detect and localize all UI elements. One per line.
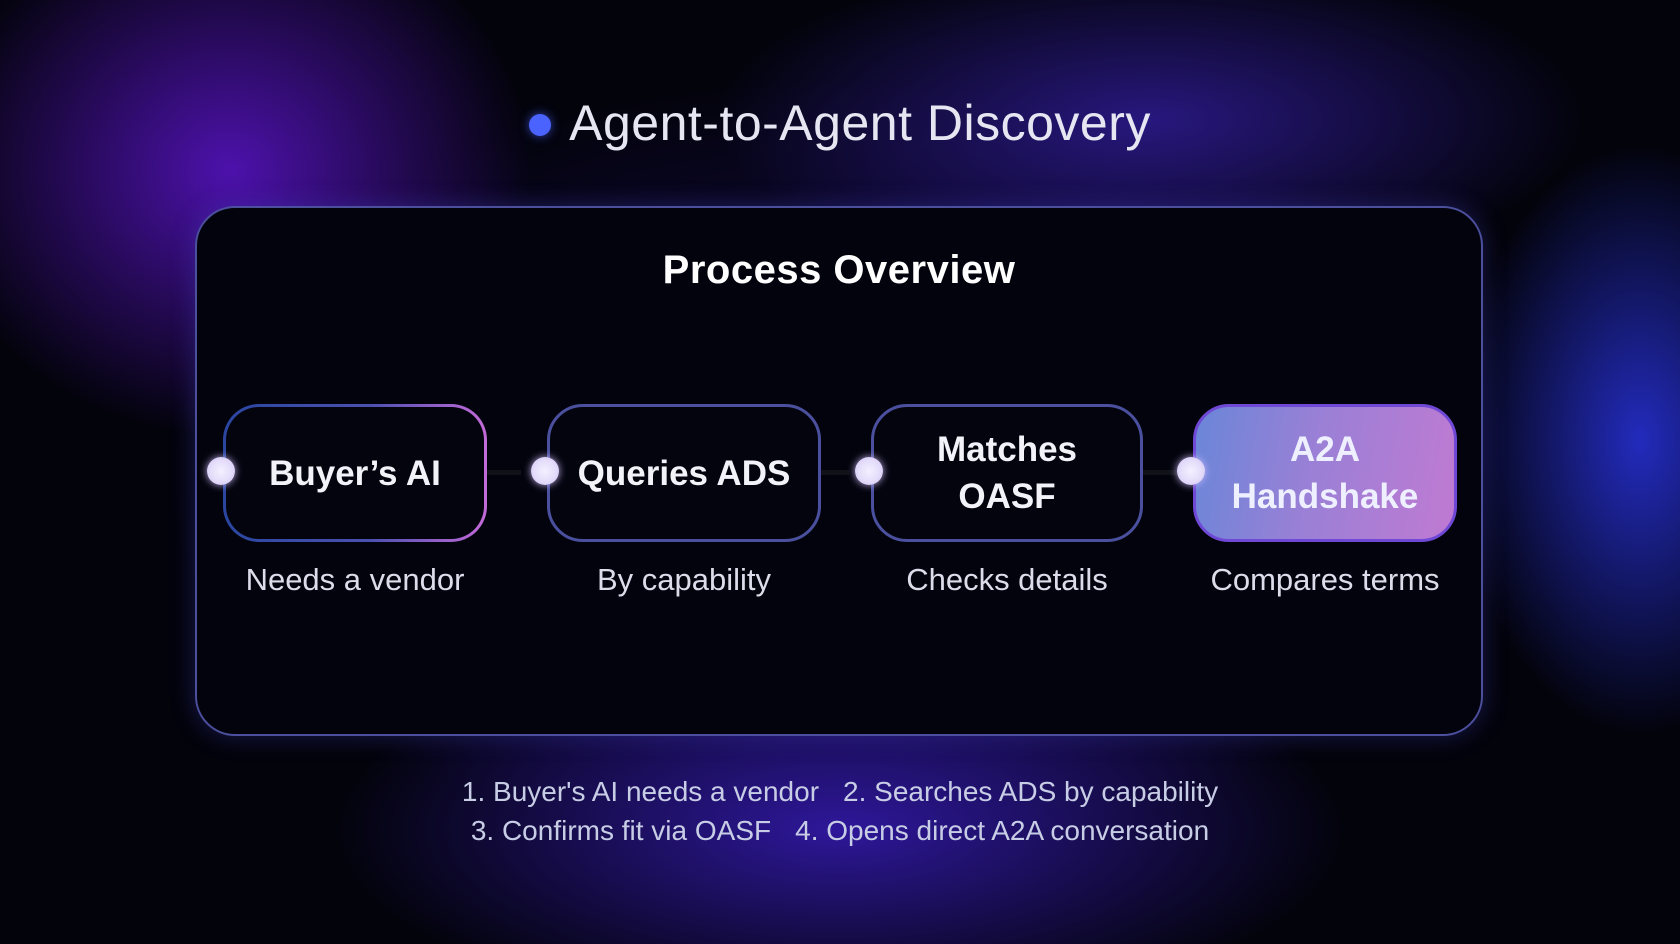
step-box-matches-oasf: Matches OASF <box>871 404 1143 542</box>
step-label: Matches OASF <box>936 430 1078 516</box>
step-matches-oasf: Matches OASF Checks details <box>855 404 1143 597</box>
process-notes: 1. Buyer's AI needs a vendor 2. Searches … <box>0 772 1680 850</box>
slide-header: Agent-to-Agent Discovery <box>0 88 1680 158</box>
connector-3-4 <box>1143 470 1195 475</box>
note-item: 1. Buyer's AI needs a vendor <box>461 776 820 807</box>
node-dot-icon <box>855 457 883 485</box>
connector-2-3 <box>801 470 849 475</box>
step-caption: Compares terms <box>1210 562 1440 597</box>
step-queries-ads: Queries ADS By capability <box>531 404 821 597</box>
process-overview-panel: Process Overview Buyer’s AI Needs a vend… <box>195 206 1483 736</box>
step-caption: Needs a vendor <box>245 562 465 597</box>
note-item: 3. Confirms fit via OASF <box>470 815 772 846</box>
panel-title: Process Overview <box>662 248 1016 292</box>
step-caption: Checks details <box>906 562 1108 597</box>
note-item: 2. Searches ADS by capability <box>843 776 1219 807</box>
step-box-a2a-handshake: A2A Handshake <box>1193 404 1457 542</box>
step-caption: By capability <box>596 562 772 597</box>
step-a2a-handshake: A2A Handshake Compares terms <box>1177 404 1457 597</box>
step-box-buyers-ai: Buyer’s AI <box>223 404 487 542</box>
step-buyers-ai: Buyer’s AI Needs a vendor <box>207 404 487 597</box>
notes-line-1: 1. Buyer's AI needs a vendor 2. Searches … <box>0 772 1680 811</box>
bullet-dot-icon <box>529 114 552 136</box>
connector-1-2 <box>481 470 521 475</box>
node-dot-icon <box>1177 457 1205 485</box>
step-label: A2A Handshake <box>1231 430 1419 516</box>
step-label: Queries ADS <box>577 453 791 493</box>
step-label: Buyer’s AI <box>269 453 441 493</box>
slide-title: Agent-to-Agent Discovery <box>569 95 1151 151</box>
step-box-queries-ads: Queries ADS <box>547 404 821 542</box>
notes-line-2: 3. Confirms fit via OASF 4. Opens direct … <box>0 811 1680 850</box>
node-dot-icon <box>207 457 235 485</box>
note-item: 4. Opens direct A2A conversation <box>795 815 1210 846</box>
node-dot-icon <box>531 457 559 485</box>
